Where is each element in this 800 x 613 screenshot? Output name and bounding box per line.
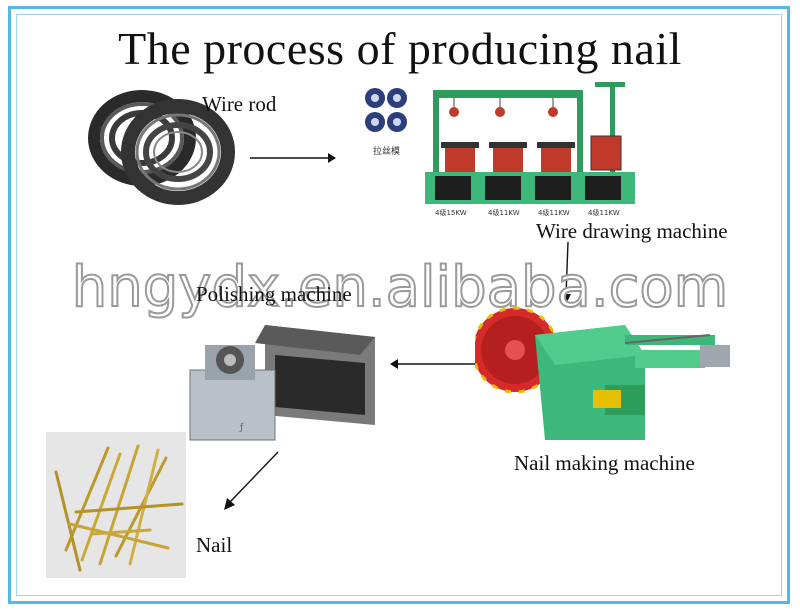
die-caption: 拉丝模 <box>373 145 400 157</box>
nail-making-machine-image <box>475 306 730 440</box>
motor-plate-label: 4级11KW <box>488 208 520 217</box>
polishing-machine-image: ƒ <box>189 325 375 441</box>
wire-rod-image <box>88 90 235 205</box>
motor-plate-label: 4级11KW <box>538 208 570 217</box>
arrow-to-nail <box>224 451 279 510</box>
polishing-label: Polishing machine <box>196 282 352 306</box>
inner-border <box>16 14 782 596</box>
nail-label: Nail <box>196 533 233 557</box>
wire-drawing-label: Wire drawing machine <box>536 219 728 243</box>
arrow-to-polishing <box>390 359 482 369</box>
nails-image <box>46 432 186 578</box>
nail-making-label: Nail making machine <box>514 451 695 475</box>
arrow-to-nail-making <box>561 241 571 304</box>
wire-rod-label: Wire rod <box>202 92 277 116</box>
arrow-to-drawing <box>250 153 336 163</box>
motor-plate-label: 4级15KW <box>435 208 467 217</box>
svg-text:ƒ: ƒ <box>239 423 244 433</box>
wire-drawing-machine-image: 拉丝模 4级15KW 4级11KW 4级11KW 4级11KW <box>365 82 635 217</box>
page-title: The process of producing nail <box>118 23 682 74</box>
drawing-die-icon <box>365 88 407 132</box>
motor-plate-label: 4级11KW <box>588 208 620 217</box>
outer-border <box>8 6 790 604</box>
